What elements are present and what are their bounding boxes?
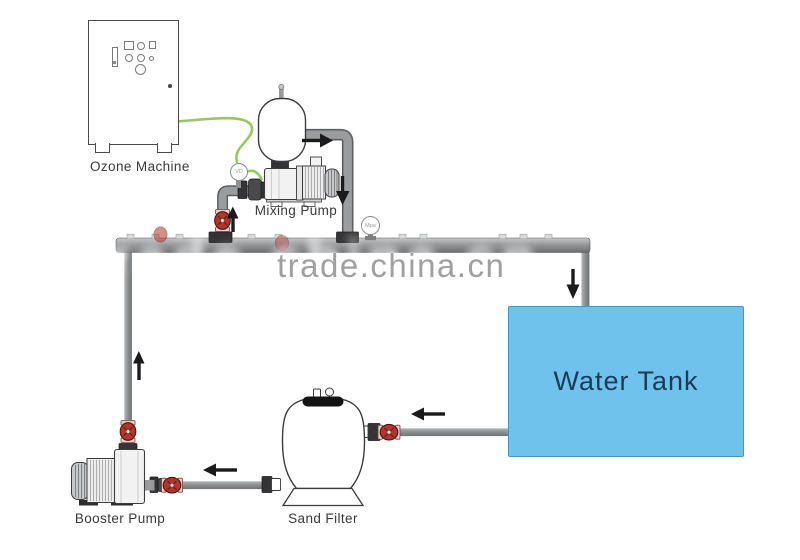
ozone-machine-label: Ozone Machine xyxy=(90,159,190,174)
water-tank: Water Tank xyxy=(508,306,744,457)
booster-to-sandfilter-pipe xyxy=(150,481,268,490)
ozone-panel-knob xyxy=(135,64,146,75)
flow-arrow-left xyxy=(203,463,237,477)
water-tank-label: Water Tank xyxy=(553,366,699,396)
ozone-valve-gauge-label: VD xyxy=(235,169,243,175)
flow-arrow-left xyxy=(411,407,445,421)
ozone-panel-button xyxy=(124,41,134,50)
ozone-door-knob xyxy=(168,84,172,88)
ozone-panel-slider-mark xyxy=(112,61,116,64)
ozone-machine-foot xyxy=(95,143,110,153)
mixing-loop-pipe xyxy=(217,128,354,239)
valve-icon xyxy=(153,226,168,243)
left-riser-pipe xyxy=(124,250,132,426)
ozone-machine xyxy=(88,20,179,145)
pressure-tank xyxy=(257,83,307,163)
valve-icon xyxy=(377,423,401,441)
ozone-panel-button xyxy=(149,41,156,49)
flow-arrow-down xyxy=(336,176,350,205)
sand-filter-vessel xyxy=(281,387,366,507)
flow-arrow-up xyxy=(133,351,145,380)
valve-icon xyxy=(214,209,231,232)
valve-icon xyxy=(119,420,137,443)
sand-filter-label: Sand Filter xyxy=(288,511,358,526)
ozone-machine-foot xyxy=(157,143,172,153)
mixing-pump-label: Mixing Pump xyxy=(254,203,338,218)
booster-pump-body xyxy=(71,448,155,506)
ozone-panel-indicator xyxy=(149,56,154,61)
booster-pump-label: Booster Pump xyxy=(74,511,166,526)
pressure-gauge: Mpa xyxy=(361,216,380,235)
ozone-panel-slider xyxy=(112,47,118,67)
sandfilter-to-tank-pipe xyxy=(396,428,509,437)
watermark-text: trade.china.cn xyxy=(277,247,506,284)
watermark-glow: trade.china.cn xyxy=(84,229,542,288)
flow-arrow-down xyxy=(566,269,580,299)
tank-inlet-pipe xyxy=(581,246,590,308)
ozone-panel-indicator xyxy=(137,42,145,50)
flow-arrow-right xyxy=(302,133,333,148)
ozone-panel-indicator xyxy=(125,54,133,62)
valve-icon xyxy=(275,235,289,251)
mixing-pump-body xyxy=(263,156,340,207)
ozone-valve-gauge: VD xyxy=(230,163,248,181)
ozone-panel-indicator xyxy=(137,54,145,62)
pressure-gauge-label: Mpa xyxy=(365,222,376,229)
flow-arrow-up xyxy=(227,206,239,232)
valve-icon xyxy=(161,476,183,494)
